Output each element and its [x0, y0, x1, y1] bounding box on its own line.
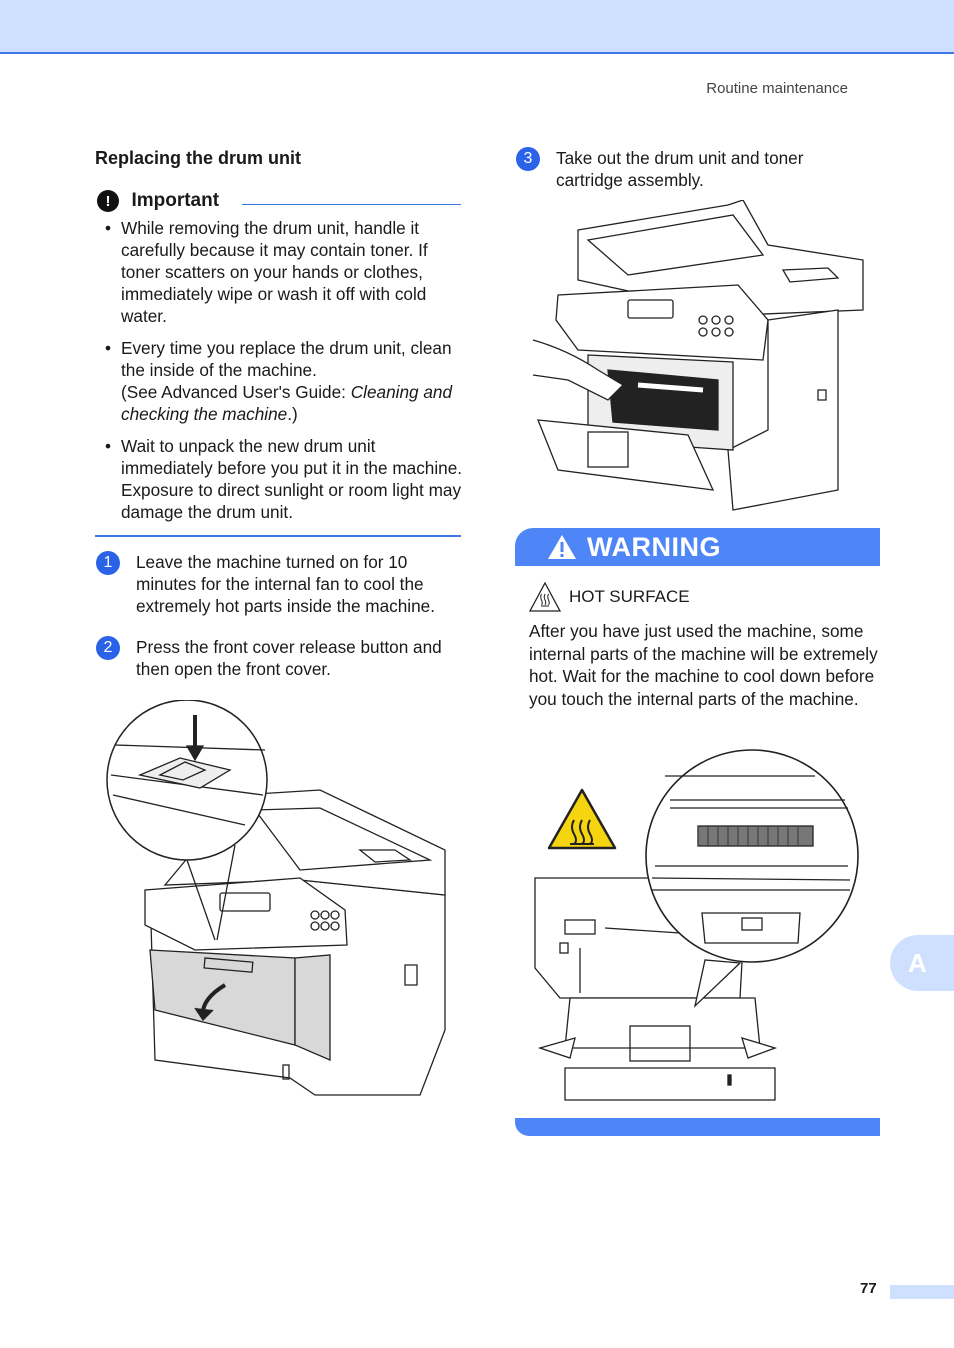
list-item: Wait to unpack the new drum unit immedia…: [103, 435, 463, 523]
important-end-rule: [95, 535, 461, 537]
section-title: Replacing the drum unit: [95, 148, 302, 168]
warning-banner: WARNING: [515, 528, 880, 566]
page-number-bar: [890, 1285, 954, 1299]
open-front-cover-illustration: [106, 700, 446, 1096]
page-number: 77: [860, 1280, 877, 1297]
hot-surface-label: HOT SURFACE: [529, 582, 690, 612]
step-number: 3: [516, 147, 540, 171]
list-item: While removing the drum unit, handle it …: [103, 217, 463, 327]
step-number: 2: [96, 636, 120, 660]
chapter-tab: A: [890, 935, 954, 991]
important-list: While removing the drum unit, handle it …: [103, 217, 463, 533]
important-icon: !: [97, 190, 119, 212]
top-banner: [0, 0, 954, 54]
see-reference: (See Advanced User's Guide: Cleaning and…: [121, 382, 453, 424]
important-box: ! Important: [97, 190, 461, 212]
important-rule: [242, 204, 461, 205]
step-text: Press the front cover release button and…: [136, 637, 442, 679]
warning-title: WARNING: [587, 531, 721, 562]
hot-surface-illustration: [534, 749, 859, 1101]
warning-footer-band: [515, 1118, 880, 1136]
important-label: Important: [131, 190, 220, 211]
hot-surface-icon: [529, 582, 561, 612]
warning-icon: [548, 535, 576, 559]
list-item: Every time you replace the drum unit, cl…: [103, 337, 463, 425]
running-head: Routine maintenance: [706, 80, 848, 97]
step-text: Leave the machine turned on for 10 minut…: [136, 552, 436, 616]
warning-text: After you have just used the machine, so…: [529, 621, 878, 709]
step-text: Take out the drum unit and toner cartrid…: [556, 148, 804, 190]
step-number: 1: [96, 551, 120, 575]
remove-drum-unit-illustration: [532, 200, 864, 511]
